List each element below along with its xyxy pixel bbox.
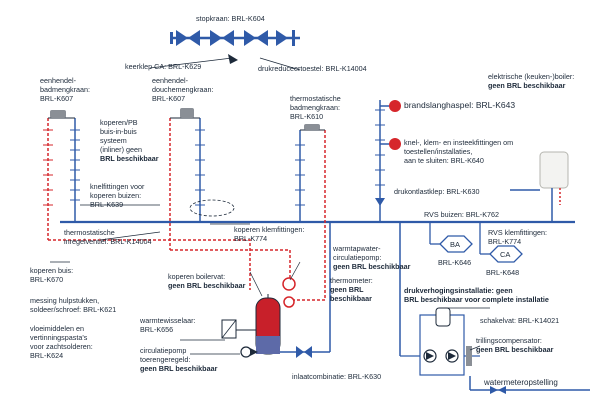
label-brandslang: brandslanghaspel: BRL-K643 [404,100,516,110]
label-drukreduceer: drukreduceertoestel: BRL-K14004 [258,64,367,73]
label-ca: CA [500,250,511,259]
boiler-vat [255,294,281,355]
label-koperen-klem: koperen klemfittingen:BRL-K774 [234,225,305,243]
ba-valve [439,235,473,253]
label-eenhendel-bad: eenhendel-badmengkraan:BRL-K607 [40,76,90,103]
label-koperen-boiler: koperen boilervat:geen BRL beschikbaar [168,272,246,290]
thermo-bath-fixture-group [295,124,326,240]
fire-hose-riser [375,100,401,222]
warm-return-pipe [48,239,251,290]
pressure-booster [400,307,480,376]
shower-fixture-group [169,108,235,250]
thermometer [283,296,295,308]
label-drukontlast: drukontlastklep: BRL-K630 [394,187,480,196]
electric-boiler [539,151,569,222]
warmtapwater-pump [282,277,296,291]
label-koperen-buis: koperen buis:BRL-K670 [30,266,74,284]
label-ca-code: BRL-K648 [486,268,520,277]
bath-fixture-group [43,110,80,240]
label-inlaat: inlaatcombinatie: BRL-K630 [292,372,382,381]
label-rvs-buizen: RVS buizen: BRL-K762 [424,210,499,219]
label-ba-code: BRL-K646 [438,258,472,267]
label-keerklep: keerklep CA: BRL-K629 [125,62,202,71]
label-warmtapwater: warmtapwater-circulatiepomp:geen BRL bes… [333,244,411,271]
label-warmtewisselaar: warmtewisselaar:BRL-K656 [140,316,196,334]
label-watermeter: watermeteropstelling [484,378,558,387]
valve-assembly [170,30,295,46]
label-stopkraan: stopkraan: BRL-K604 [196,14,265,23]
label-ba: BA [450,240,461,249]
label-eenhendel-douche: eenhendel-douchemengkraan:BRL-K607 [152,76,214,103]
label-schakelvat: schakelvat: BRL-K14021 [480,316,560,325]
ca-valve [489,245,523,263]
label-boiler: elektrische (keuken-)boiler:geen BRL bes… [488,72,575,90]
label-rvs-klem: RVS klemfittingen:BRL-K774 [488,228,547,246]
label-trillings: trillingscompensator:geen BRL beschikbaa… [476,336,554,354]
label-messing: messing hulpstukken,soldeer/schroef: BRL… [30,296,117,314]
